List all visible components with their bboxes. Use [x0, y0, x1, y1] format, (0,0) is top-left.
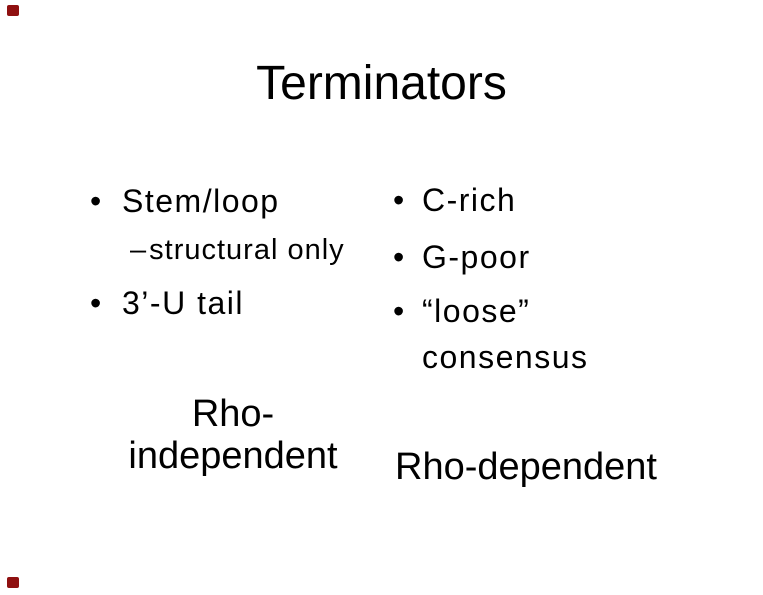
- bullet-item-label: “loose”: [422, 293, 531, 329]
- bullet-icon: •: [393, 293, 405, 329]
- bullet-item-label: C-rich: [422, 182, 517, 218]
- caption-rho-independent: Rho- independent: [103, 393, 363, 477]
- bullet-item-label: Stem/loop: [122, 183, 280, 219]
- sub-bullet-label: structural only: [149, 234, 345, 266]
- red-corner-mark-bottom-left: [7, 577, 19, 588]
- red-corner-mark-top-left: [7, 5, 19, 16]
- bullet-item-label: consensus: [422, 339, 589, 375]
- bullet-icon: •: [393, 182, 405, 218]
- caption-line: independent: [128, 435, 338, 477]
- bullet-item-loose-wrap-line: consensus: [422, 341, 588, 373]
- sub-bullet-structural-only: –structural only: [130, 236, 345, 265]
- bullet-item-label: 3’-U tail: [122, 285, 244, 321]
- caption-rho-dependent: Rho-dependent: [395, 446, 657, 488]
- bullet-item-stem-loop: • Stem/loop: [90, 185, 280, 217]
- bullet-icon: •: [90, 285, 102, 321]
- bullet-item-label: G-poor: [422, 239, 531, 275]
- caption-line: Rho-: [191, 393, 275, 435]
- bullet-icon: •: [90, 183, 102, 219]
- bullet-item-g-poor: • G-poor: [393, 241, 531, 273]
- bullet-icon: •: [393, 239, 405, 275]
- bullet-item-loose: • “loose”: [393, 295, 530, 327]
- slide-title: Terminators: [256, 57, 507, 110]
- bullet-item-c-rich: • C-rich: [393, 184, 516, 216]
- dash-bullet-icon: –: [130, 234, 147, 266]
- bullet-item-3u-tail: • 3’-U tail: [90, 287, 244, 319]
